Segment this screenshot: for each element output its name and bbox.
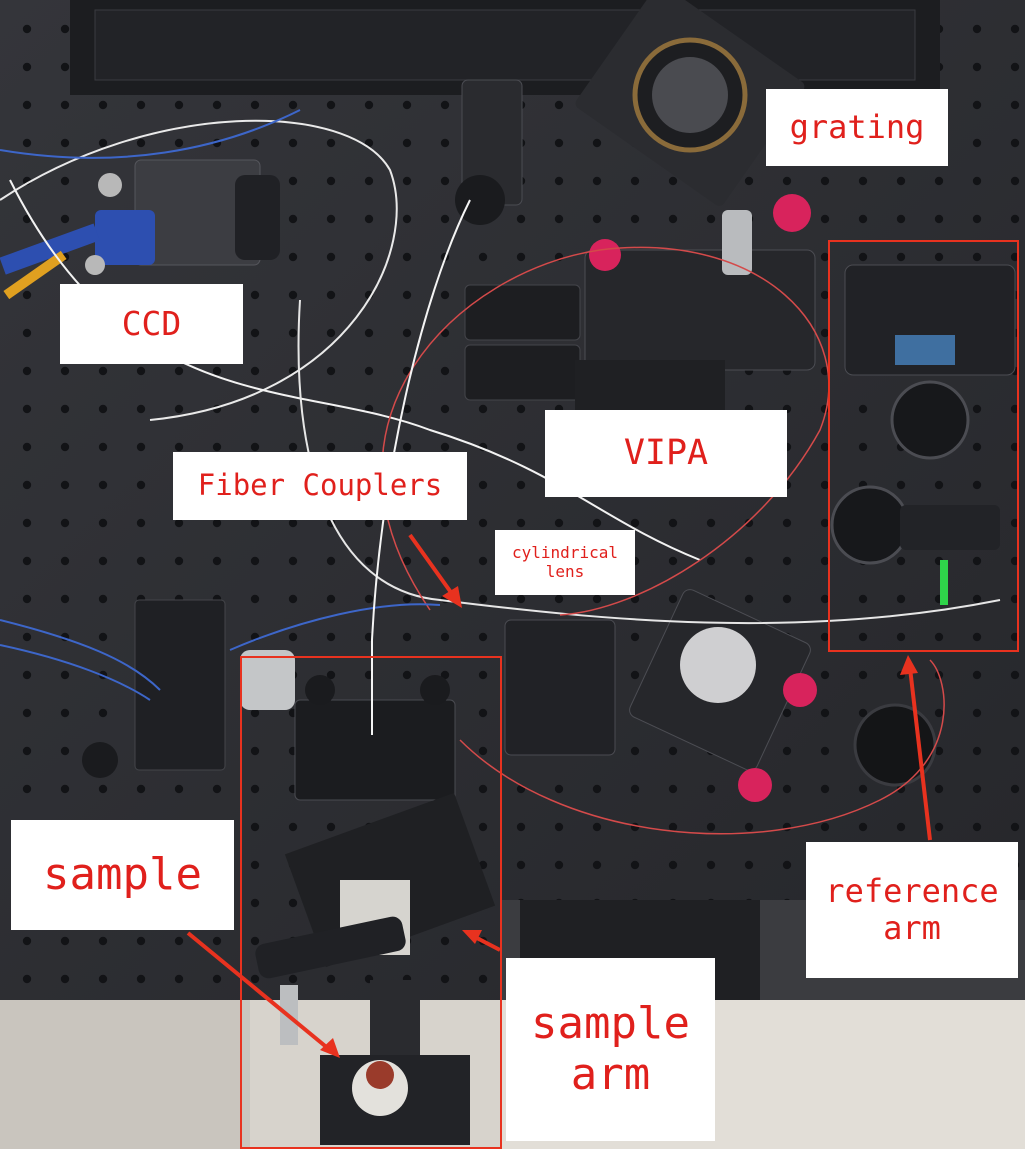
reference-arm-box xyxy=(828,240,1019,652)
vipa-label: VIPA xyxy=(545,410,787,497)
cylindrical-lens-label: cylindrical lens xyxy=(495,530,635,595)
ccd-label: CCD xyxy=(60,284,243,364)
sample-arm-label: sample arm xyxy=(506,958,715,1141)
sample-arm-box xyxy=(240,656,502,1149)
vipa-stage xyxy=(464,194,816,410)
reference-arm-components xyxy=(830,264,1016,605)
annotation-arrows xyxy=(186,533,932,1058)
ccd-camera xyxy=(85,159,280,275)
grating-mount xyxy=(575,0,805,206)
mirror-mount xyxy=(629,589,817,802)
reference-arm-label: reference arm xyxy=(806,842,1018,978)
grating-label: grating xyxy=(766,89,948,166)
fiber-couplers-label: Fiber Couplers xyxy=(173,452,467,520)
sample-label: sample xyxy=(11,820,234,930)
